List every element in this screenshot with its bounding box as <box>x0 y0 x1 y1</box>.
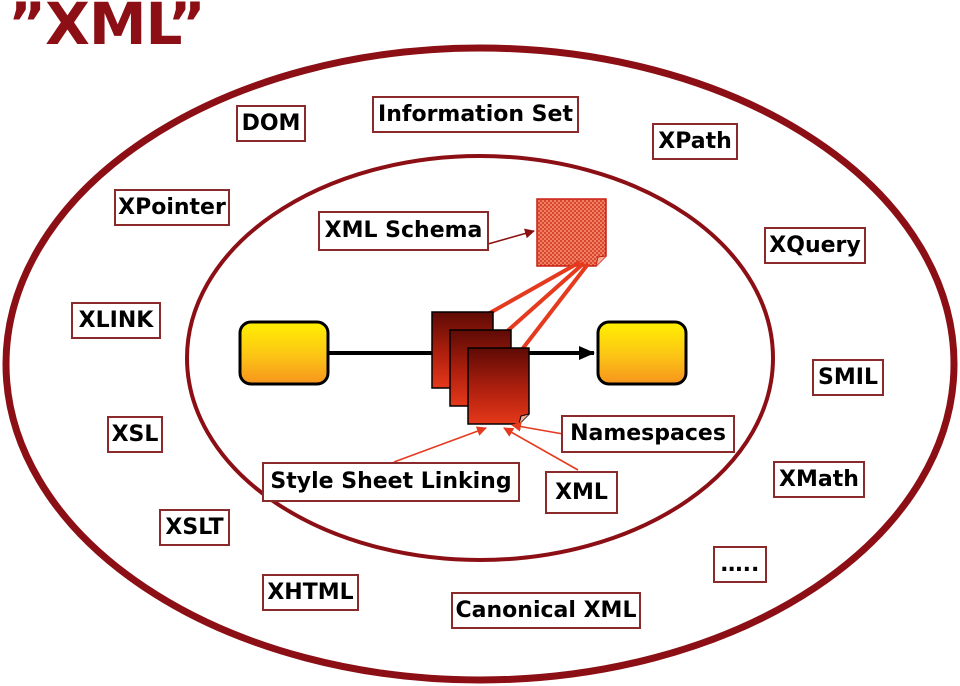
schema-arrow-3 <box>518 262 590 354</box>
label-xpointer: XPointer <box>114 189 230 226</box>
label-xsl: XSL <box>107 416 163 453</box>
label-canonical-xml: Canonical XML <box>451 592 641 629</box>
schema-label-arrow <box>487 228 535 245</box>
label-xslt: XSLT <box>159 509 230 546</box>
schema-arrow-2 <box>502 261 586 336</box>
label-xlink: XLINK <box>71 302 161 339</box>
inner-ellipse <box>185 154 775 562</box>
schema-arrow-1 <box>487 260 581 316</box>
stylesheet-arrow <box>393 426 487 463</box>
schema-document-fold <box>595 255 607 267</box>
label-dom: DOM <box>236 105 306 142</box>
label-xhtml: XHTML <box>262 574 359 611</box>
label-xpath: XPath <box>652 123 738 160</box>
namespaces-arrow <box>511 421 564 435</box>
page-title: ”XML” <box>8 0 206 58</box>
label-information-set: Information Set <box>372 96 579 133</box>
output-node <box>596 320 688 386</box>
xml-document-front <box>467 347 530 425</box>
label-xml: XML <box>545 471 618 514</box>
label-namespaces: Namespaces <box>561 415 735 453</box>
label-style-sheet-linking: Style Sheet Linking <box>262 462 520 502</box>
label-xml-schema: XML Schema <box>318 211 489 251</box>
input-node <box>238 320 330 386</box>
label-more: ….. <box>713 546 767 583</box>
xml-document-front-fold <box>518 413 530 425</box>
label-xmath: XMath <box>773 461 865 498</box>
xml-arrow <box>503 427 579 471</box>
label-xquery: XQuery <box>764 227 866 264</box>
label-smil: SMIL <box>812 359 884 396</box>
schema-document <box>536 198 607 267</box>
outer-ellipse <box>2 44 958 684</box>
